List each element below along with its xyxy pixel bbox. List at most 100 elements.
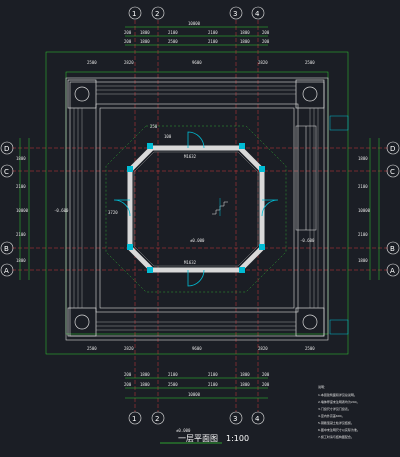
door-label-top: M1632: [184, 154, 197, 159]
level-right: -0.600: [300, 238, 315, 243]
top-outer-dims: 2500 2820 9600 2820 2500: [87, 60, 315, 65]
dim-text: 2100: [208, 372, 218, 377]
dim-text: 1800: [358, 258, 368, 263]
dim-text: 1800: [240, 30, 250, 35]
dim-text: 200: [262, 382, 270, 387]
dim-text: 2500: [168, 39, 178, 44]
level-left: -0.600: [54, 208, 69, 213]
axis-label: 4: [255, 10, 260, 18]
axis-bubble-b-left: B: [0, 241, 14, 255]
door-openings: [113, 131, 279, 287]
axis-label: C: [390, 168, 395, 176]
note-line: 1.本层建筑面积详见总说明。: [318, 392, 357, 397]
title-level: ±0.000: [176, 428, 191, 433]
axis-label: D: [4, 145, 9, 153]
axis-bubble-1-bottom: 1: [128, 411, 142, 425]
dim-text: 1800: [240, 382, 250, 387]
note-line: 5.钢筋混凝土柱详见结施。: [318, 420, 354, 425]
dim-100: 100: [164, 134, 172, 139]
terrace-steps: [73, 85, 319, 331]
axis-label: 2: [155, 415, 159, 423]
note-line: 4.室内外高差600。: [318, 413, 345, 418]
outer-dimension-frame: [45, 51, 349, 355]
inner-labels: M1632 M1632 ±0.000 -0.600 -0.600 3720 25…: [54, 124, 315, 265]
dim-text: 2100: [208, 382, 218, 387]
axis-bubble-3-bottom: 3: [229, 411, 243, 425]
dim-text: 1800: [140, 39, 150, 44]
dim-text: 2100: [208, 30, 218, 35]
dim-text: 1800: [140, 30, 150, 35]
top-axis-group: 1 2 3 4 10000 200 1800 2100 2100 1800 20…: [124, 6, 270, 46]
dim-text: 2500: [305, 60, 315, 65]
dim-3720: 3720: [108, 210, 118, 215]
dim-text: 200: [124, 372, 132, 377]
axis-bubble-c-right: C: [386, 164, 400, 178]
dim-text: 2100: [208, 39, 218, 44]
octagon-pavilion: [127, 145, 265, 273]
dim-total-bottom: 10000: [188, 392, 201, 397]
level-center: ±0.000: [190, 238, 205, 243]
axis-bubble-b-right: B: [386, 241, 400, 255]
eave-ring: [105, 125, 287, 293]
axis-bubble-2-bottom: 2: [151, 411, 165, 425]
dim-text: 2820: [124, 60, 134, 65]
right-side-detail: [295, 115, 349, 335]
plan-scale: 1:100: [226, 434, 249, 443]
note-line: 说明：: [318, 384, 327, 389]
dim-text: 2820: [258, 60, 268, 65]
axis-bubble-c-left: C: [0, 164, 14, 178]
general-notes: 说明： 1.本层建筑面积详见总说明。 2.墙体厚度未注明者均为240。 3.门窗…: [318, 384, 360, 439]
dim-text: 200: [262, 30, 270, 35]
axis-bubble-d-right: D: [386, 141, 400, 155]
axis-bubble-4-bottom: 4: [251, 411, 265, 425]
dim-text: 200: [124, 39, 132, 44]
axis-bubble-a-right: A: [386, 263, 400, 277]
axis-bubble-1: 1: [128, 6, 142, 20]
note-line: 2.墙体厚度未注明者均为240。: [318, 399, 360, 404]
axis-bubble-4: 4: [251, 6, 265, 20]
axis-bubble-3: 3: [229, 6, 243, 20]
stair-symbol: [212, 198, 228, 216]
left-axis-group: D C B A 1800 2100 10000 2100 1800: [0, 138, 30, 280]
dim-text: 1800: [16, 258, 26, 263]
axis-label: 4: [255, 415, 260, 423]
note-line: 7.施工时请与结构图配合。: [318, 434, 354, 439]
axis-label: B: [390, 245, 395, 253]
dim-text: 1800: [140, 382, 150, 387]
dim-text: 1800: [358, 156, 368, 161]
dim-text: 1800: [16, 156, 26, 161]
axis-label: A: [4, 267, 9, 275]
corner-columns: [67, 79, 325, 337]
dim-text: 10000: [16, 208, 29, 213]
dim-text: 2500: [87, 346, 97, 351]
dim-text: 1800: [240, 372, 250, 377]
dim-text: 2100: [358, 184, 368, 189]
dim-text: 200: [124, 382, 132, 387]
bottom-axis-group: 200 1800 2100 2100 1800 200 200 1800 250…: [124, 372, 270, 425]
dim-text: 1800: [140, 372, 150, 377]
axis-label: 2: [155, 10, 159, 18]
axis-label: 1: [132, 10, 136, 18]
dim-text: 2820: [258, 346, 268, 351]
dim-text: 2500: [305, 346, 315, 351]
dim-text: 9600: [192, 60, 202, 65]
dim-text: 10000: [358, 208, 371, 213]
terrace-outline: [65, 77, 329, 341]
right-axis-group: D C B A 1800 2100 10000 2100 1800: [358, 138, 400, 280]
axis-label: 3: [233, 10, 237, 18]
axis-label: A: [390, 267, 395, 275]
axis-label: C: [4, 168, 9, 176]
plan-title: 一层平面图: [178, 434, 218, 443]
axis-label: D: [390, 145, 395, 153]
dim-text: 2500: [87, 60, 97, 65]
dim-text: 2100: [168, 372, 178, 377]
door-label-bottom: M1632: [184, 260, 197, 265]
octagon-columns: [127, 143, 265, 273]
axis-label: 3: [233, 415, 237, 423]
axis-label: B: [4, 245, 9, 253]
dim-text: 2100: [16, 232, 26, 237]
note-line: 3.门窗尺寸详见门窗表。: [318, 406, 351, 411]
axis-grid-lines: [12, 20, 388, 412]
